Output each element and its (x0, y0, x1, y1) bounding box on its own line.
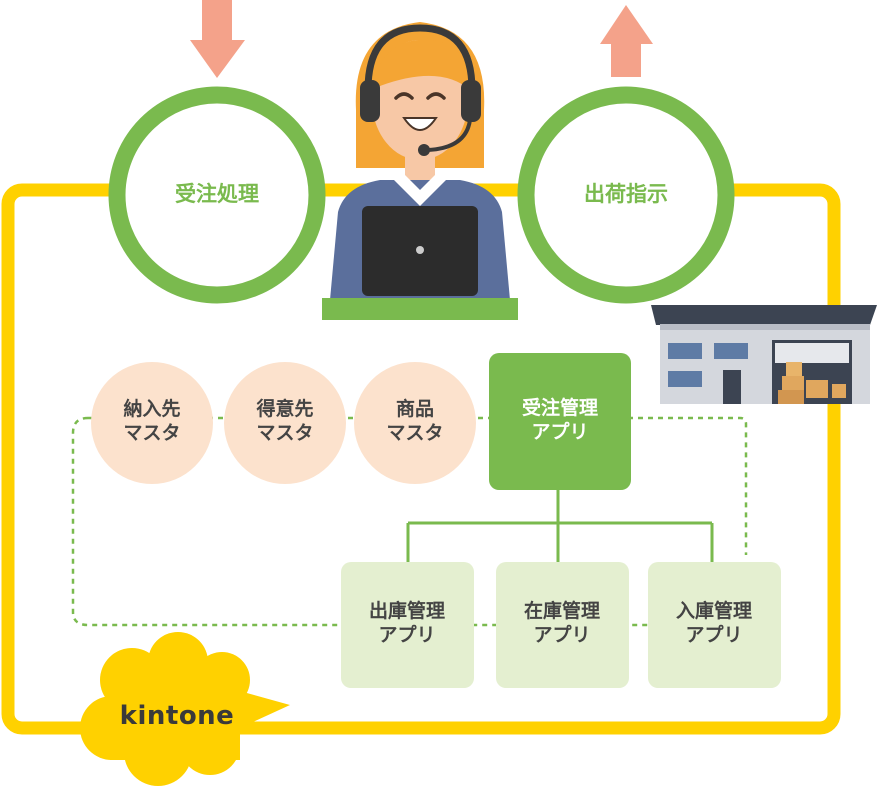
delivery-master-label: 納入先 マスタ (123, 398, 181, 444)
outbound-app-label: 出庫管理 アプリ (368, 600, 445, 646)
customer-master-label: 得意先 マスタ (256, 398, 314, 444)
operator-illustration-icon (322, 22, 518, 320)
product-master-label: 商品 マスタ (386, 398, 444, 444)
inventory-app-box (496, 562, 629, 688)
shipping-instruction-label: 出荷指示 (584, 182, 668, 206)
incoming-arrow-icon (190, 0, 245, 78)
order-management-app-label: 受注管理 アプリ (521, 397, 598, 443)
order-processing-label: 受注処理 (175, 182, 259, 206)
order-management-app-box (489, 353, 631, 490)
order-processing-circle (108, 86, 326, 304)
outgoing-arrow-icon (600, 5, 653, 77)
app-connector-tree (406, 488, 714, 562)
inventory-app-label: 在庫管理 アプリ (523, 600, 600, 646)
customer-master-circle (224, 362, 346, 484)
dotted-connector-top (88, 416, 748, 555)
delivery-master-circle (91, 362, 213, 484)
product-master-circle (354, 362, 476, 484)
outbound-app-box (341, 562, 474, 688)
inbound-app-box (648, 562, 781, 688)
kintone-cloud-icon (80, 632, 290, 786)
shipping-instruction-circle (517, 86, 735, 304)
inbound-app-label: 入庫管理 アプリ (675, 600, 752, 646)
kintone-logo-text: kintone (119, 701, 235, 731)
warehouse-icon (651, 305, 877, 404)
dotted-connector-bottom (71, 416, 650, 627)
